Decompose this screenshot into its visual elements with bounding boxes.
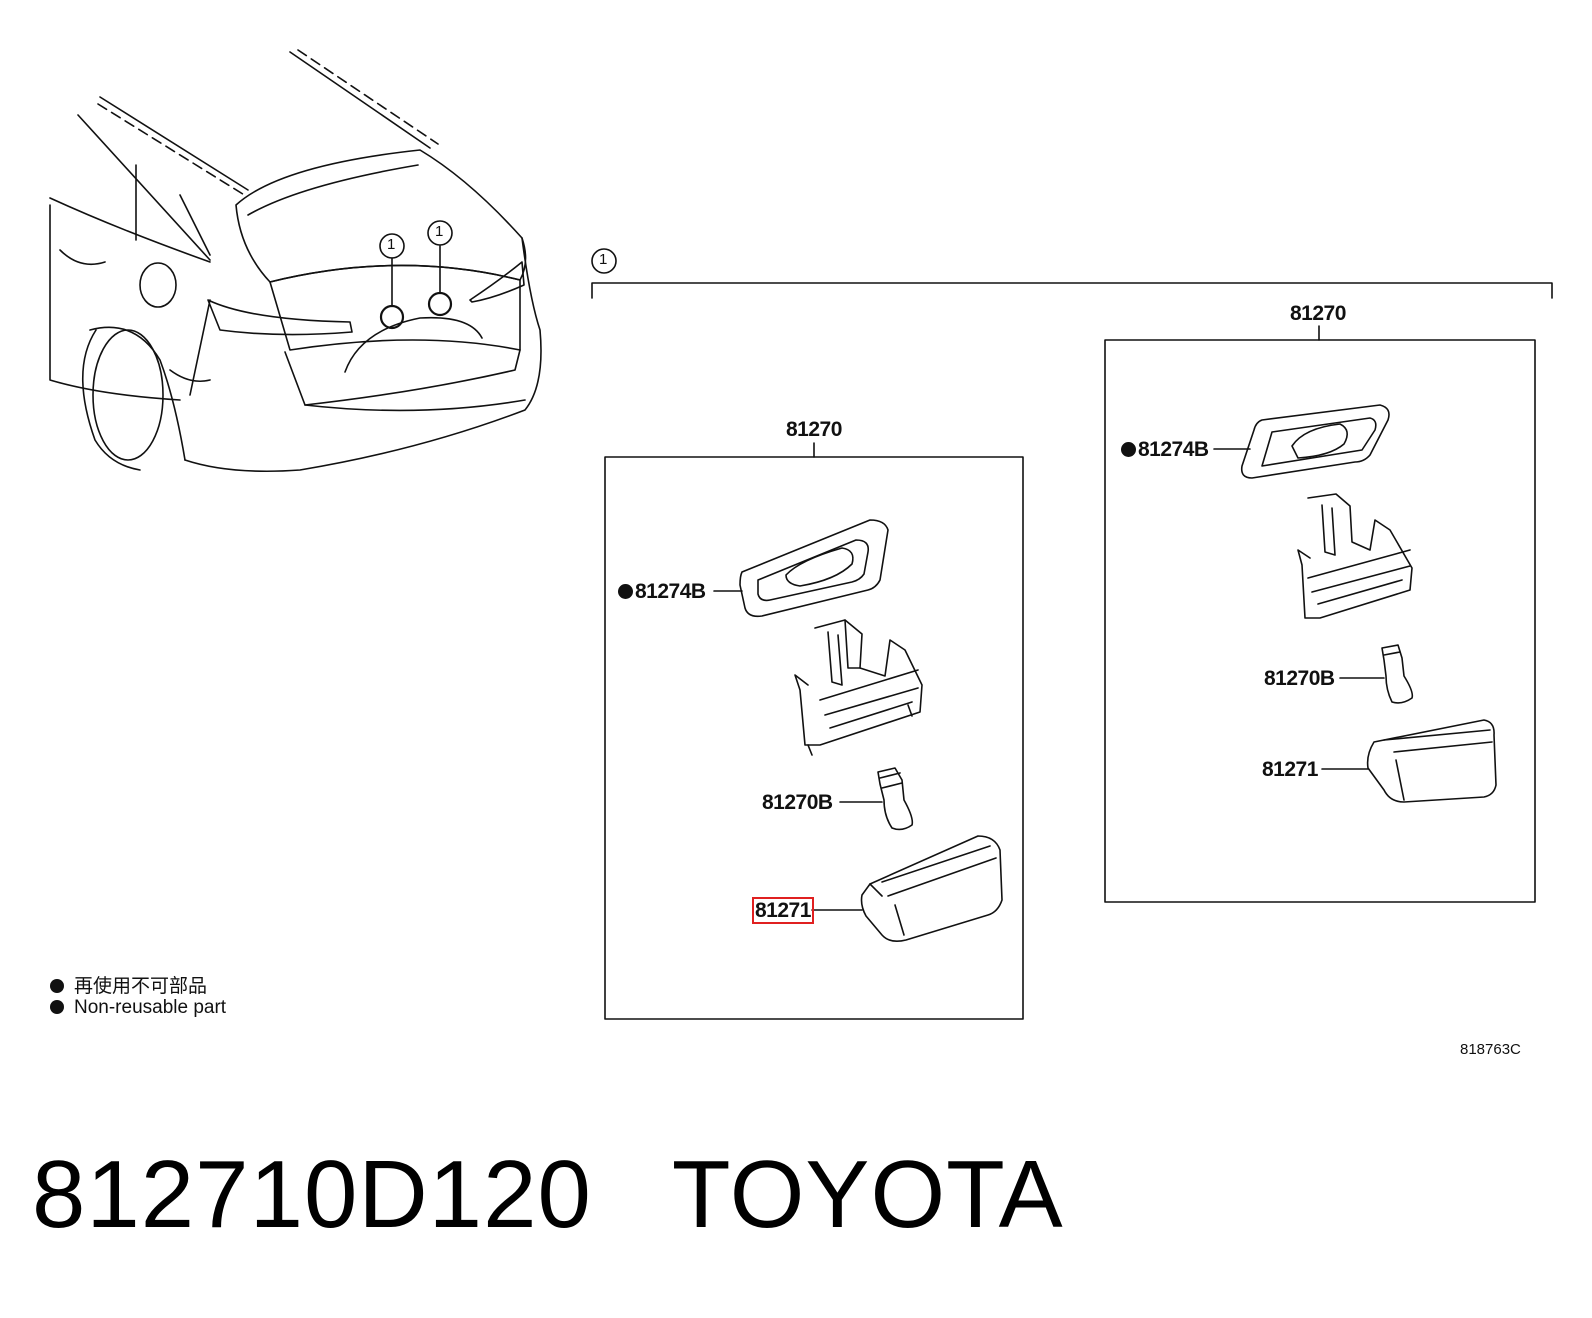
non-reusable-dot-icon (618, 584, 633, 599)
right-gasket-label[interactable]: 81274B (1121, 439, 1209, 460)
callout-number: 1 (387, 236, 395, 253)
left-assembly-box (604, 442, 1024, 1020)
legend-en: Non-reusable part (50, 997, 226, 1019)
vehicle-rear-illustration (49, 49, 542, 473)
right-lens-label[interactable]: 81271 (1262, 758, 1318, 781)
non-reusable-dot-icon (50, 979, 64, 993)
group-bracket (591, 248, 1553, 299)
brand-name: TOYOTA (671, 1141, 1064, 1248)
left-lens-label-highlighted[interactable]: 81271 (752, 897, 814, 924)
right-bulb-label[interactable]: 81270B (1264, 667, 1335, 690)
non-reusable-dot-icon (50, 1000, 64, 1014)
right-assembly-box (1104, 325, 1536, 903)
diagram-code: 818763C (1460, 1041, 1521, 1058)
non-reusable-dot-icon (1121, 442, 1136, 457)
callout-number: 1 (435, 223, 443, 240)
right-assembly-label[interactable]: 81270 (1290, 302, 1346, 325)
left-gasket-label[interactable]: 81274B (618, 581, 706, 602)
part-number: 812710D120 (32, 1141, 592, 1248)
callout-number: 1 (599, 251, 607, 268)
left-bulb-label[interactable]: 81270B (762, 791, 833, 814)
left-assembly-label[interactable]: 81270 (786, 418, 842, 441)
part-title: 812710D120 TOYOTA (32, 1140, 1064, 1250)
legend-cn: 再使用不可部品 (50, 971, 207, 998)
